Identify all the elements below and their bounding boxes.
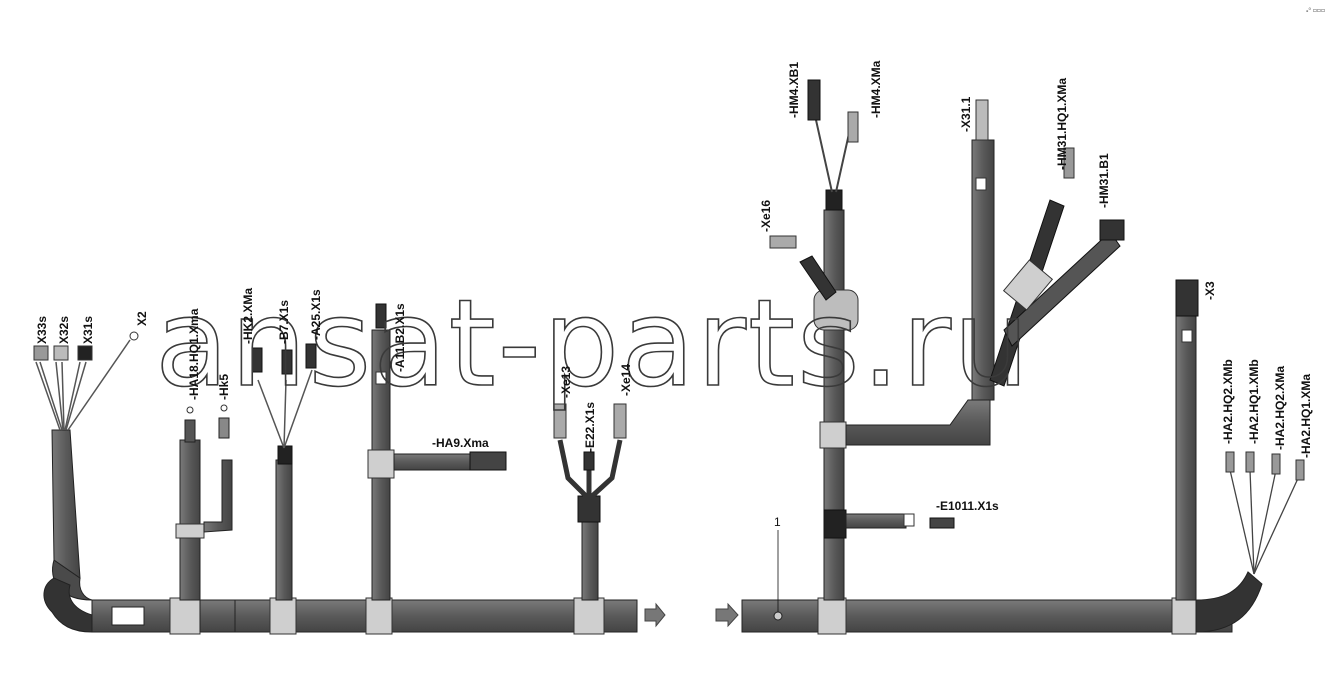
label-b7: -B7.X1s (277, 300, 291, 344)
sleeve (573, 597, 605, 635)
label-xe13: -Xe13 (559, 366, 573, 398)
label-x31-1: -X31.1 (959, 96, 973, 132)
label-ha18: -HA18.HQ1.Xma (187, 308, 201, 400)
sleeve (269, 597, 297, 635)
label-e22: -E22.X1s (583, 402, 597, 452)
connector-x33s (33, 345, 49, 361)
incoming-arrow-icon (715, 602, 739, 628)
label-xe14: -Xe14 (619, 364, 633, 396)
label-e1011: -E1011.X1s (936, 499, 999, 513)
connector-e1011 (929, 517, 955, 529)
label-ha2-hq2-xma: -HA2.HQ2.XMa (1273, 366, 1287, 450)
right-main-trunk (741, 599, 1233, 633)
watermark: ansat-parts.ru (155, 275, 1031, 414)
item-marker (773, 611, 783, 621)
connector-e22 (583, 451, 595, 471)
corner-mark: ₔ⁰ ▫▫▫ (1306, 7, 1325, 14)
connector-x32s (53, 345, 69, 361)
connector-hk2 (251, 347, 263, 373)
label-x2: X2 (135, 311, 149, 326)
item-number: 1 (774, 515, 781, 529)
connector-hm31-b1 (1099, 219, 1125, 241)
label-x3: -X3 (1203, 281, 1217, 300)
label-hm31-b1: -HM31.B1 (1097, 153, 1111, 208)
label-ha2-hq2-xmb: -HA2.HQ2.XMb (1221, 359, 1235, 444)
label-ha2-hq1-xmb: -HA2.HQ1.XMb (1247, 359, 1261, 444)
connector-xe16 (769, 235, 797, 249)
label-hm4-xma: -HM4.XMa (869, 60, 883, 118)
connector-xe13 (553, 403, 567, 439)
left-harness (33, 303, 666, 635)
label-ha2-hq1-xma: -HA2.HQ1.XMa (1299, 374, 1313, 458)
continue-arrow-icon (644, 602, 666, 628)
label-a25: -A25.X1s (309, 289, 323, 340)
connector-ha9 (469, 451, 507, 471)
label-x31s: X31s (81, 316, 95, 344)
label-a11-b2: -A11.B2.X1s (393, 303, 407, 372)
connector-hm31-hq1 (1063, 147, 1075, 179)
label-x32s: X32s (57, 316, 71, 344)
connector-xe14 (613, 403, 627, 439)
label-hk5: -Hk5 (217, 374, 231, 400)
connector-a11-b2 (375, 303, 387, 329)
connector-x3 (1175, 279, 1199, 317)
connector-x31s (77, 345, 93, 361)
connector-a25 (305, 343, 317, 369)
connector-b7 (281, 349, 293, 375)
label-xe16: -Xe16 (759, 200, 773, 232)
sleeve (169, 597, 201, 635)
connector-x31-1 (975, 99, 989, 141)
sleeve (365, 597, 393, 635)
label-hm31-hq1: -HM31.HQ1.XMa (1055, 78, 1069, 170)
connector-hk5 (218, 417, 230, 439)
label-hm4-xb1: -HM4.XB1 (787, 62, 801, 118)
label-hk2: -HK2.XMa (241, 288, 255, 344)
connector-hm4-xma (847, 111, 859, 143)
labels: X33s X32s X31s X2 -HA18.HQ1.Xma -Hk5 -HK… (35, 60, 1313, 513)
connector-ha18 (184, 419, 196, 443)
label-x33s: X33s (35, 316, 49, 344)
right-harness (715, 79, 1305, 635)
trunk-label-window (111, 606, 145, 626)
connector-hm4-xb1 (807, 79, 821, 121)
connector-x2 (129, 331, 139, 341)
label-ha9: -HA9.Xma (432, 436, 489, 450)
